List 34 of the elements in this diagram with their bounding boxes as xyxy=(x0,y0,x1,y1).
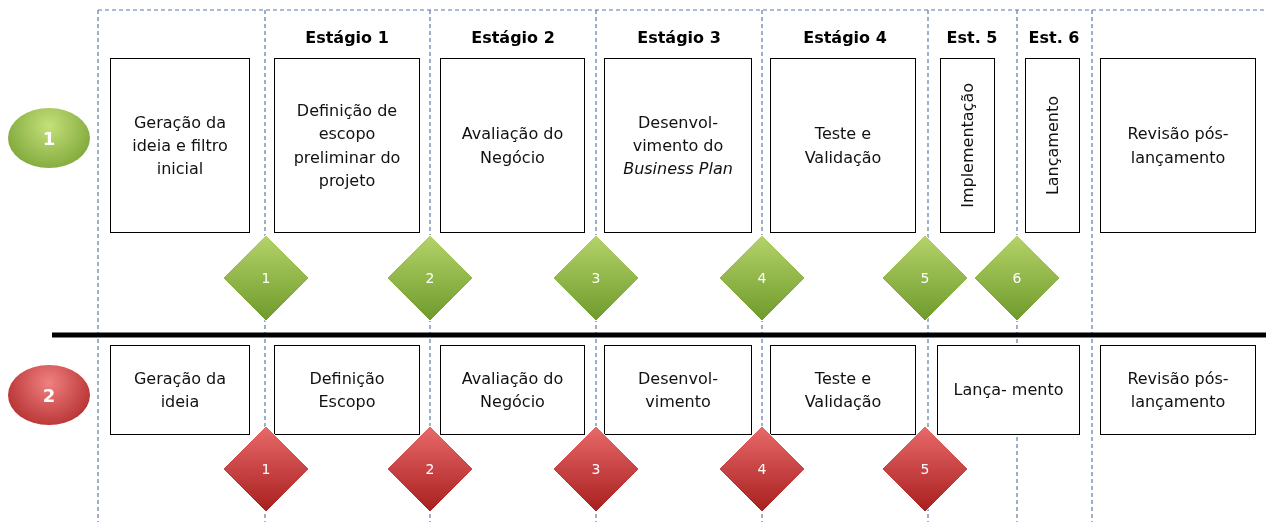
gate-diamond: 3 xyxy=(552,425,640,513)
gate-diamond: 3 xyxy=(552,234,640,322)
stage-box: Revisão pós- lançamento xyxy=(1100,345,1256,435)
stage-heading: Estágio 1 xyxy=(304,28,390,47)
gate-diamond: 1 xyxy=(222,425,310,513)
stage-box: Geração da ideia xyxy=(110,345,250,435)
gate-diamond: 6 xyxy=(973,234,1061,322)
gate-diamond: 2 xyxy=(386,234,474,322)
stage-box: Avaliação do Negócio xyxy=(440,58,585,233)
gate-diamond: 5 xyxy=(881,425,969,513)
stage-heading: Estágio 3 xyxy=(636,28,722,47)
stage-box: Lançamento xyxy=(1025,58,1080,233)
stage-heading: Est. 5 xyxy=(945,28,999,47)
stage-box: Definição Escopo xyxy=(274,345,420,435)
process-number-ellipse: 2 xyxy=(8,365,90,425)
stage-heading: Estágio 4 xyxy=(802,28,888,47)
gate-diamond: 1 xyxy=(222,234,310,322)
stage-heading: Estágio 2 xyxy=(470,28,556,47)
gate-diamond: 2 xyxy=(386,425,474,513)
gate-diamond: 4 xyxy=(718,425,806,513)
process-number-ellipse: 1 xyxy=(8,108,90,168)
stage-box: Teste e Validação xyxy=(770,58,916,233)
stage-box: Desenvol- vimento do Business Plan xyxy=(604,58,752,233)
stage-box: Implementação xyxy=(940,58,995,233)
stage-box: Teste e Validação xyxy=(770,345,916,435)
stage-box: Avaliação do Negócio xyxy=(440,345,585,435)
stage-box: Desenvol- vimento xyxy=(604,345,752,435)
stage-box: Geração da ideia e filtro inicial xyxy=(110,58,250,233)
stage-heading: Est. 6 xyxy=(1027,28,1081,47)
gate-diamond: 4 xyxy=(718,234,806,322)
gate-diamond: 5 xyxy=(881,234,969,322)
stage-box: Lança- mento xyxy=(937,345,1080,435)
stage-box: Revisão pós- lançamento xyxy=(1100,58,1256,233)
stage-box: Definição de escopo preliminar do projeto xyxy=(274,58,420,233)
